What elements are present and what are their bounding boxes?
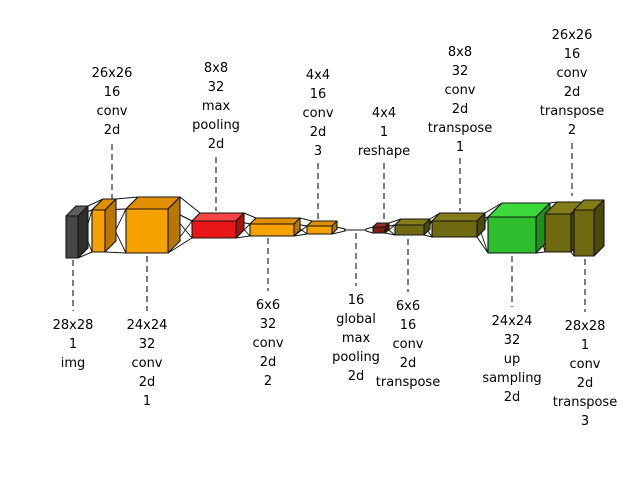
label-conv-2d-transpose-2: 26x26 16 conv 2d transpose 2 — [539, 28, 605, 138]
leader-lines-bottom — [72, 233, 586, 312]
label-conv-2d-1: 24x24 32 conv 2d 1 — [126, 318, 168, 409]
top-face — [191, 212, 245, 222]
label-conv-2d: 26x26 16 conv 2d — [91, 66, 133, 138]
front-face — [191, 220, 237, 239]
front-face — [65, 215, 79, 259]
label-conv-2d-transpose-1: 8x8 32 conv 2d transpose 1 — [427, 45, 493, 155]
front-face — [249, 223, 295, 237]
layer-conv-2d — [91, 198, 117, 253]
layer-img — [65, 205, 89, 259]
front-face — [573, 209, 595, 257]
top-face — [249, 217, 301, 225]
layer-conv-2d-2 — [249, 217, 301, 237]
layer-conv-2d-1 — [125, 196, 181, 254]
layer-up-sampling-2d — [487, 202, 551, 254]
front-face — [394, 224, 425, 236]
side-face — [77, 205, 89, 259]
label-reshape: 4x4 1 reshape — [357, 106, 411, 159]
label-up-sampling-2d: 24x24 32 up sampling 2d — [482, 314, 542, 405]
label-conv-2d-3: 4x4 16 conv 2d 3 — [302, 68, 334, 159]
label-global-max-pooling-2d: 16 global max pooling 2d — [332, 293, 380, 384]
layer-conv-2d-transpose — [394, 218, 431, 236]
label-conv-2d-2: 6x6 32 conv 2d 2 — [252, 298, 284, 389]
label-max-pooling-2d: 8x8 32 max pooling 2d — [192, 61, 240, 152]
front-face — [306, 225, 333, 235]
label-img: 28x28 1 img — [52, 318, 94, 371]
connector-globalmaxpool-pinch — [331, 225, 374, 235]
pinch-right — [365, 226, 374, 234]
layer-conv-2d-3 — [306, 220, 338, 235]
layer-conv-2d-transpose-1 — [431, 212, 486, 238]
front-face — [372, 226, 386, 234]
front-face — [91, 209, 106, 253]
layer-max-pooling-2d — [191, 212, 245, 239]
front-face — [487, 216, 537, 254]
front-face — [544, 213, 572, 253]
leader-lines-top — [111, 143, 573, 221]
front-face — [431, 220, 478, 238]
layer-conv-2d-transpose-3 — [573, 199, 605, 257]
layer-reshape — [372, 222, 390, 234]
top-face — [431, 212, 486, 222]
side-face — [593, 199, 605, 257]
label-conv-2d-transpose: 6x6 16 conv 2d transpose — [375, 299, 441, 390]
label-conv-2d-transpose-3: 28x28 1 conv 2d transpose 3 — [552, 319, 618, 429]
front-face — [125, 208, 169, 254]
